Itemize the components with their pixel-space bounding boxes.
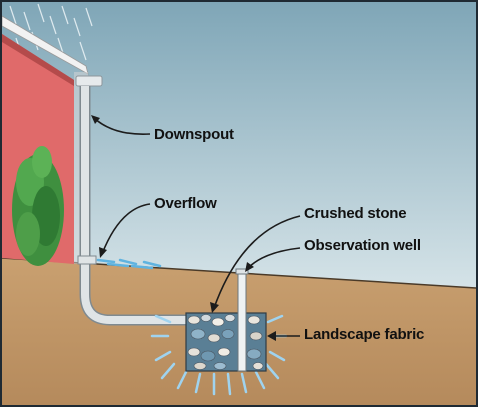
observation-well-arrowhead bbox=[245, 262, 254, 272]
overflow-arrow bbox=[101, 203, 151, 255]
overflow-outlet bbox=[77, 255, 97, 265]
crushed-stone-arrowhead bbox=[210, 302, 219, 313]
downspout-arrowhead bbox=[91, 115, 100, 124]
landscape-fabric-arrowhead bbox=[267, 331, 276, 341]
gutter bbox=[75, 75, 103, 87]
observation-well-cap bbox=[235, 268, 249, 275]
overflow-water bbox=[96, 258, 162, 270]
shrub bbox=[12, 146, 64, 266]
infiltration-rays bbox=[150, 314, 288, 396]
crushed-stone-label: Crushed stone bbox=[304, 205, 407, 222]
leader-arrows bbox=[91, 115, 301, 341]
downspout-label: Downspout bbox=[154, 126, 234, 143]
observation-well-pipe bbox=[237, 271, 247, 372]
landscape-fabric-label: Landscape fabric bbox=[304, 326, 425, 343]
stones bbox=[187, 314, 264, 370]
crushed-stone-arrow bbox=[213, 215, 301, 309]
overflow-arrowhead bbox=[99, 247, 107, 258]
observation-well-label: Observation well bbox=[304, 237, 421, 254]
overflow-label: Overflow bbox=[154, 195, 217, 212]
